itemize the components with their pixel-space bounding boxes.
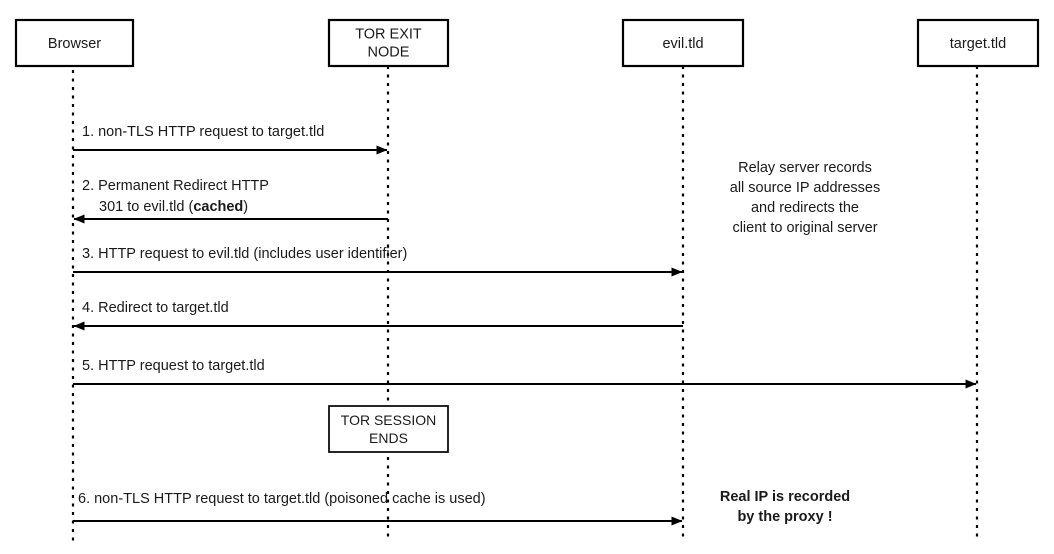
participant-tor-exit-node-label-line2: NODE — [368, 44, 410, 60]
note-relay-server-line-1: Relay server records — [738, 160, 872, 176]
participant-target-tld-box — [916, 18, 1040, 68]
note-relay-server: Relay server records all source IP addre… — [730, 160, 880, 236]
participant-tor-exit-node-label-line1: TOR EXIT — [355, 26, 422, 42]
message-3-label: 3. HTTP request to evil.tld (includes us… — [82, 246, 407, 262]
note-relay-server-line-4: client to original server — [732, 220, 877, 236]
marker-tor-session-ends-box — [328, 405, 449, 453]
message-2[interactable]: 2. Permanent Redirect HTTP 301 to evil.t… — [73, 178, 388, 224]
message-4[interactable]: 4. Redirect to target.tld — [73, 300, 683, 331]
marker-tor-session-ends-label-line1: TOR SESSION — [341, 412, 436, 428]
note-relay-server-line-2: all source IP addresses — [730, 180, 880, 196]
message-6-label: 6. non-TLS HTTP request to target.tld (p… — [78, 491, 486, 507]
note-real-ip: Real IP is recorded by the proxy ! — [720, 489, 850, 525]
message-2-label-line2-suffix: ) — [243, 199, 248, 215]
participant-browser-box — [14, 18, 135, 68]
participant-tor-exit-node-box — [327, 18, 450, 68]
message-3[interactable]: 3. HTTP request to evil.tld (includes us… — [73, 246, 683, 277]
participant-evil-tld-box — [621, 18, 745, 68]
message-5-label: 5. HTTP request to target.tld — [82, 358, 265, 374]
message-5[interactable]: 5. HTTP request to target.tld — [73, 358, 977, 389]
message-1-label: 1. non-TLS HTTP request to target.tld — [82, 124, 324, 140]
lifelines-group — [71, 66, 979, 542]
note-real-ip-line-1: Real IP is recorded — [720, 489, 850, 505]
marker-tor-session-ends[interactable]: TOR SESSION ENDS — [328, 405, 449, 453]
note-relay-server-line-3: and redirects the — [751, 200, 859, 216]
participant-browser[interactable]: Browser — [14, 18, 135, 68]
participant-evil-tld[interactable]: evil.tld — [621, 18, 745, 68]
message-2-label-line1: 2. Permanent Redirect HTTP — [82, 178, 269, 194]
message-2-label-line2: 301 to evil.tld (cached) — [99, 199, 248, 215]
participant-target-tld[interactable]: target.tld — [916, 18, 1040, 68]
participant-tor-exit-node[interactable]: TOR EXIT NODE — [327, 18, 450, 68]
marker-tor-session-ends-label-line2: ENDS — [369, 430, 408, 446]
message-6[interactable]: 6. non-TLS HTTP request to target.tld (p… — [73, 491, 683, 526]
participant-browser-label: Browser — [48, 36, 101, 52]
message-2-label-line2-prefix: 301 to evil.tld ( — [99, 199, 193, 215]
message-2-label-line2-emphasis: cached — [193, 199, 243, 215]
participant-target-tld-label: target.tld — [950, 36, 1006, 52]
message-4-label: 4. Redirect to target.tld — [82, 300, 229, 316]
message-1[interactable]: 1. non-TLS HTTP request to target.tld — [73, 124, 388, 155]
note-real-ip-line-2: by the proxy ! — [737, 509, 832, 525]
participant-evil-tld-label: evil.tld — [662, 36, 703, 52]
